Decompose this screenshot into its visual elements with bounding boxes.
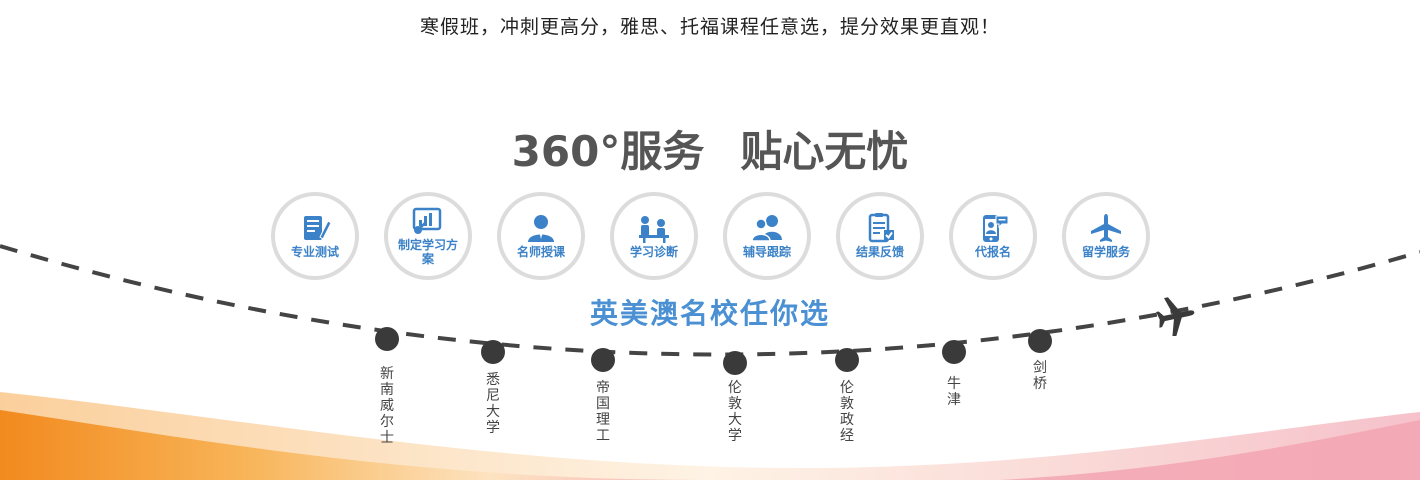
service-item-plan[interactable]: 制定学习方案	[384, 192, 472, 280]
users-icon	[751, 215, 782, 242]
service-item-feedback[interactable]: 结果反馈	[836, 192, 924, 280]
service-item-study-abroad[interactable]: 留学服务	[1062, 192, 1150, 280]
service-label: 留学服务	[1081, 245, 1130, 259]
school-label-imperial: 帝国理工	[596, 380, 610, 444]
bottom-wave-right	[1000, 420, 1420, 480]
flight-airplane-icon	[1156, 297, 1195, 336]
notepad-pen-icon	[304, 216, 332, 240]
service-label: 辅导跟踪	[742, 245, 791, 259]
service-label: 代报名	[974, 245, 1011, 259]
main-title-part2: 贴心无忧	[740, 127, 909, 176]
school-label-unsw: 新南威尔士	[380, 366, 394, 446]
teacher-icon	[528, 215, 554, 242]
main-title-part1: 360°服务	[511, 127, 705, 176]
school-label-ucl: 伦敦大学	[728, 380, 742, 444]
chart-board-icon	[412, 207, 442, 234]
service-label: 专业测试	[290, 245, 339, 259]
service-label: 制定学习方案	[398, 238, 459, 266]
school-label-lse: 伦敦政经	[840, 380, 854, 444]
main-title: 360°服务贴心无忧	[0, 118, 1420, 179]
school-label-sydney: 悉尼大学	[486, 372, 500, 436]
bottom-wave-front	[0, 410, 700, 480]
subtitle: 英美澳名校任你选	[589, 297, 830, 330]
school-label-cambridge: 剑桥	[1033, 360, 1047, 392]
flight-path	[0, 244, 1420, 357]
service-item-diagnosis[interactable]: 学习诊断	[610, 192, 698, 280]
bottom-wave-back	[0, 392, 1420, 480]
service-item-teacher[interactable]: 名师授课	[497, 192, 585, 280]
tutoring-icon	[639, 216, 669, 243]
school-dots	[375, 327, 1052, 375]
school-label-oxford: 牛津	[947, 376, 961, 408]
service-item-registration[interactable]: 代报名	[949, 192, 1037, 280]
airplane-icon	[1091, 214, 1121, 242]
service-label: 结果反馈	[855, 245, 904, 259]
service-item-test[interactable]: 专业测试	[271, 192, 359, 280]
service-item-tracking[interactable]: 辅导跟踪	[723, 192, 811, 280]
banner-text: 寒假班，冲刺更高分，雅思、托福课程任意选，提分效果更直观！	[419, 16, 1000, 38]
service-label: 学习诊断	[629, 245, 678, 259]
phone-chat-icon	[983, 215, 1009, 242]
checklist-icon	[868, 213, 894, 243]
service-label: 名师授课	[516, 245, 565, 259]
